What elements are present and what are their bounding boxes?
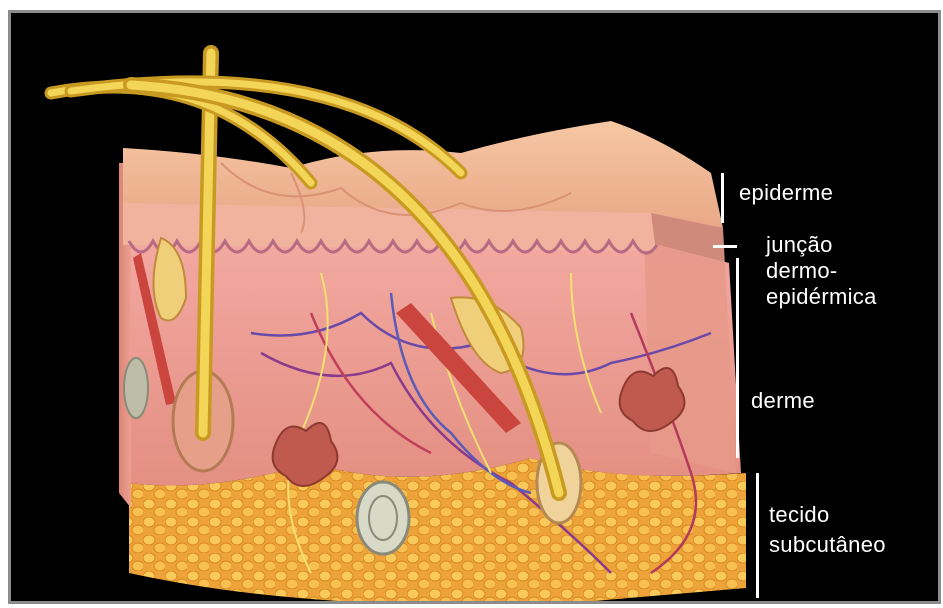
label-tecido-line1: tecido <box>769 503 830 527</box>
label-tecido-line2: subcutâneo <box>769 533 886 557</box>
tecido-bracket <box>756 473 759 598</box>
pacinian-corpuscle <box>357 482 409 554</box>
label-juncao-line2: dermo- <box>766 259 838 283</box>
epiderme-bracket <box>721 173 724 223</box>
label-epiderme: epiderme <box>739 181 833 205</box>
diagram-panel: epiderme junção dermo- epidérmica derme … <box>8 10 941 604</box>
pacinian-corpuscle-left <box>124 358 148 418</box>
juncao-pointer-line <box>713 245 737 248</box>
label-derme: derme <box>751 389 815 413</box>
label-juncao-line3: epidérmica <box>766 285 877 309</box>
derme-bracket <box>736 258 739 458</box>
label-juncao-line1: junção <box>766 233 833 257</box>
